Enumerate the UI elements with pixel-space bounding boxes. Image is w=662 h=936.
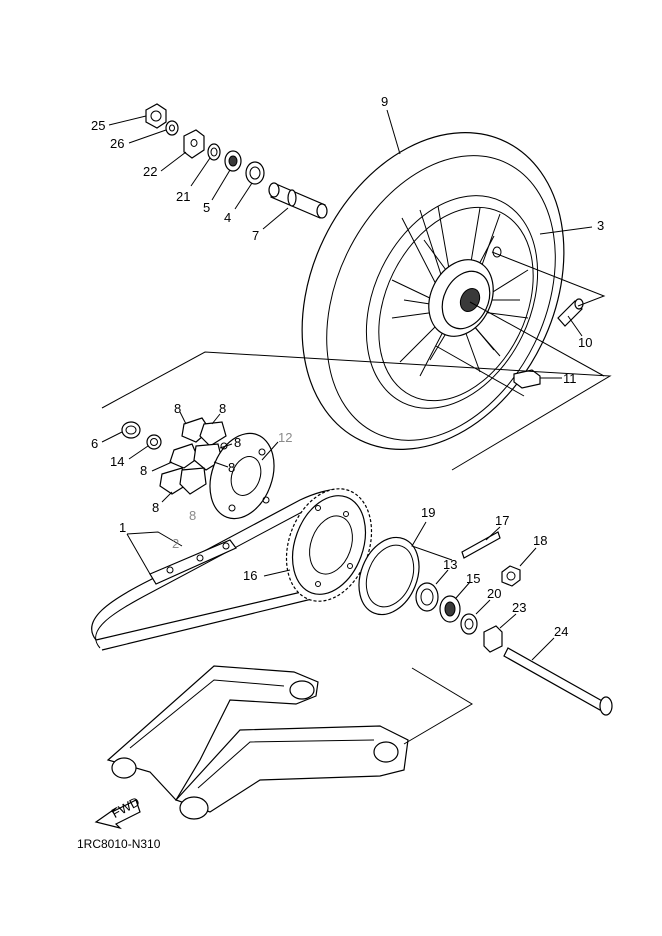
label-24: 24 bbox=[554, 624, 568, 639]
label-13: 13 bbox=[443, 557, 457, 572]
rear-tire-wheel[interactable] bbox=[251, 89, 614, 493]
bearing-6[interactable] bbox=[121, 421, 141, 439]
label-15: 15 bbox=[466, 571, 480, 586]
spacer-tube[interactable] bbox=[268, 182, 328, 219]
label-3: 3 bbox=[597, 218, 604, 233]
label-18: 18 bbox=[533, 533, 547, 548]
label-25: 25 bbox=[91, 118, 105, 133]
label-8-g: 8 bbox=[189, 508, 196, 523]
diagram-code: 1RC8010-N310 bbox=[77, 837, 161, 851]
label-8-f: 8 bbox=[152, 500, 159, 515]
swingarm-group-outline bbox=[403, 667, 473, 745]
label-12: 12 bbox=[278, 430, 292, 445]
label-10: 10 bbox=[578, 335, 592, 350]
collar-14[interactable] bbox=[146, 434, 162, 450]
label-14: 14 bbox=[110, 454, 124, 469]
label-9: 9 bbox=[381, 94, 388, 109]
rear-wheel-sprocket-hub[interactable] bbox=[199, 424, 285, 527]
label-6: 6 bbox=[91, 436, 98, 451]
wheel-group-outline bbox=[101, 351, 612, 471]
label-4: 4 bbox=[224, 210, 231, 225]
label-21: 21 bbox=[176, 189, 190, 204]
fwd-arrow-icon bbox=[94, 799, 141, 830]
bearing-left[interactable] bbox=[245, 161, 265, 185]
collar[interactable] bbox=[207, 143, 221, 161]
valve-stem[interactable] bbox=[557, 298, 584, 327]
label-19: 19 bbox=[421, 505, 435, 520]
label-23: 23 bbox=[512, 600, 526, 615]
label-5: 5 bbox=[203, 200, 210, 215]
leader-lines bbox=[101, 109, 606, 661]
rear-sprocket[interactable] bbox=[272, 477, 387, 613]
washer[interactable] bbox=[165, 120, 179, 136]
swingarm[interactable] bbox=[106, 665, 409, 820]
label-8-d: 8 bbox=[140, 463, 147, 478]
label-11: 11 bbox=[563, 371, 577, 386]
label-7: 7 bbox=[252, 228, 259, 243]
label-8-b: 8 bbox=[219, 401, 226, 416]
label-2: 2 bbox=[172, 536, 179, 551]
label-26: 26 bbox=[110, 136, 124, 151]
label-20: 20 bbox=[487, 586, 501, 601]
label-22: 22 bbox=[143, 164, 157, 179]
axle-nut[interactable] bbox=[145, 103, 167, 129]
joint-link[interactable] bbox=[149, 539, 237, 585]
label-17: 17 bbox=[495, 513, 509, 528]
chain-puller-23[interactable] bbox=[483, 625, 503, 653]
label-8-e: 8 bbox=[228, 460, 235, 475]
balance-weight[interactable] bbox=[513, 369, 541, 389]
chain-puller[interactable] bbox=[183, 129, 205, 159]
wheel-axle[interactable] bbox=[503, 647, 613, 716]
bearing-13[interactable] bbox=[415, 582, 439, 612]
sprocket-guard[interactable] bbox=[348, 528, 430, 623]
stud-bolt[interactable] bbox=[461, 531, 501, 559]
sprocket-nut[interactable] bbox=[501, 565, 521, 587]
label-16: 16 bbox=[243, 568, 257, 583]
oil-seal-15[interactable] bbox=[439, 595, 461, 623]
collar-20[interactable] bbox=[460, 613, 478, 635]
oil-seal[interactable] bbox=[224, 150, 242, 172]
label-1: 1 bbox=[119, 520, 126, 535]
label-8-c: 8 bbox=[234, 435, 241, 450]
label-8-a: 8 bbox=[174, 401, 181, 416]
